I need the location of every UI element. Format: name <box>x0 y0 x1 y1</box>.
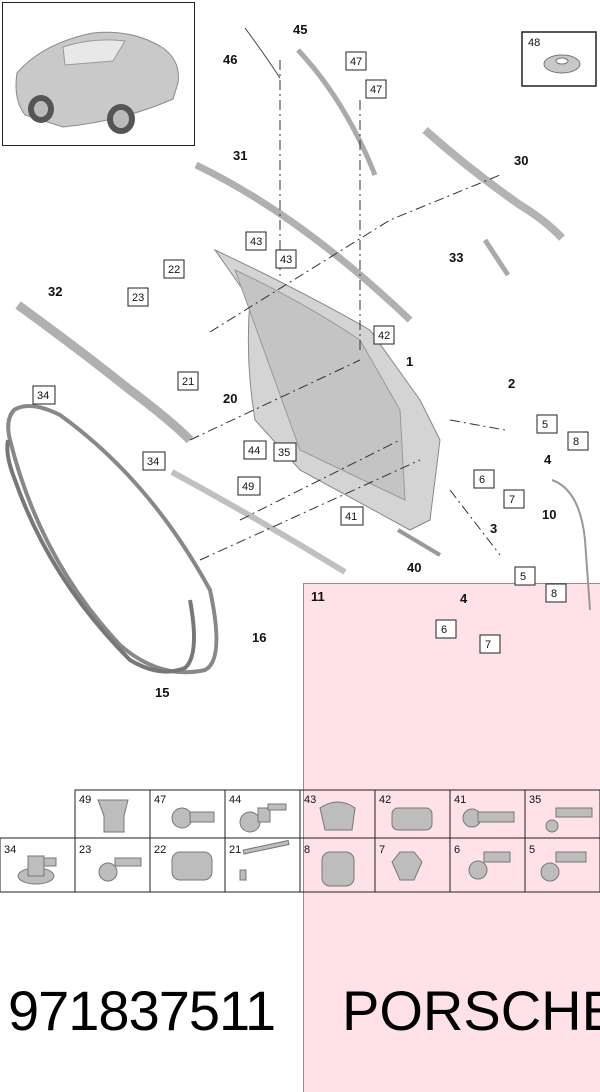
part-number: 971837511 <box>8 979 276 1042</box>
cell-8: 8 <box>304 844 310 856</box>
window-frame-trim <box>194 161 413 323</box>
cell-22: 22 <box>154 844 166 856</box>
cell-21: 21 <box>229 844 241 856</box>
callout-31: 31 <box>233 148 247 163</box>
callout-11: 11 <box>311 589 325 604</box>
callout-16: 16 <box>252 630 266 645</box>
rivet-nut-icon-2 <box>319 801 356 831</box>
rivet-nut-icon <box>97 799 129 833</box>
leader-lines <box>189 60 506 561</box>
door-seal-inner <box>5 439 196 674</box>
box-7: 7 <box>509 494 515 506</box>
box-6b: 6 <box>441 624 447 636</box>
clip-screw-icon <box>545 807 593 833</box>
callout-45: 45 <box>293 22 307 37</box>
boxed-labels: 47 47 43 43 22 23 42 21 34 34 35 44 49 4… <box>32 51 589 654</box>
box-34: 34 <box>37 390 49 402</box>
box-34b: 34 <box>147 456 159 468</box>
threaded-insert-icon <box>391 807 433 831</box>
cell-7: 7 <box>379 844 385 856</box>
pin-icon <box>239 839 290 881</box>
cell-5: 5 <box>529 844 535 856</box>
door-seal-outer <box>6 404 219 675</box>
door-check-rod <box>396 528 442 557</box>
callout-33: 33 <box>449 250 463 265</box>
box-6: 6 <box>479 474 485 486</box>
box-35: 35 <box>278 447 290 459</box>
cell-6: 6 <box>454 844 460 856</box>
callout-30: 30 <box>514 153 528 168</box>
box-47: 47 <box>350 56 362 68</box>
box-8b: 8 <box>551 588 557 600</box>
box-42: 42 <box>378 330 390 342</box>
callout-10: 10 <box>542 507 556 522</box>
box-49: 49 <box>242 481 254 493</box>
callout-4: 4 <box>544 452 552 467</box>
sill-strip <box>170 469 347 575</box>
car-icon <box>15 31 179 134</box>
callout-20: 20 <box>223 391 237 406</box>
cell-42: 42 <box>379 794 391 806</box>
box-22: 22 <box>168 264 180 276</box>
nut-icon <box>391 851 423 881</box>
glass-run-channel <box>422 127 565 241</box>
cell-47: 47 <box>154 794 166 806</box>
cell-35: 35 <box>529 794 541 806</box>
callout-46: 46 <box>223 52 237 67</box>
box-5b: 5 <box>520 571 526 583</box>
screw-icon-2 <box>98 857 142 882</box>
callout-2: 2 <box>508 376 515 391</box>
box-43: 43 <box>250 236 262 248</box>
callout-32: 32 <box>48 284 62 299</box>
threaded-bushing-icon <box>171 851 213 881</box>
cell-23: 23 <box>79 844 91 856</box>
box-48: 48 <box>528 37 540 49</box>
bushing-icon <box>321 851 355 887</box>
push-clip-icon <box>17 855 57 885</box>
cell-44: 44 <box>229 794 241 806</box>
callout-1: 1 <box>406 354 413 369</box>
box-43b: 43 <box>280 254 292 266</box>
callout-15: 15 <box>155 685 169 700</box>
box-23: 23 <box>132 292 144 304</box>
brand-name: PORSCHE <box>342 979 600 1042</box>
ball-stud-icon <box>239 803 287 833</box>
callout-3: 3 <box>490 521 497 536</box>
vehicle-thumbnail <box>2 2 195 146</box>
box-5: 5 <box>542 419 548 431</box>
cable <box>551 479 591 611</box>
box-47b: 47 <box>370 84 382 96</box>
hardware-table: 49 47 44 43 42 41 35 34 23 22 21 8 7 6 5 <box>0 789 600 893</box>
box-44: 44 <box>248 445 260 457</box>
box-21: 21 <box>182 376 194 388</box>
box-41: 41 <box>345 511 357 523</box>
cell-43: 43 <box>304 794 316 806</box>
cell-41: 41 <box>454 794 466 806</box>
bolt-icon <box>462 808 515 828</box>
callout-40: 40 <box>407 560 421 575</box>
screw-icon <box>171 807 215 829</box>
tape-roll-box: 48 <box>521 31 597 87</box>
box-7b: 7 <box>485 639 491 651</box>
trim-strip <box>296 48 378 176</box>
bolt-icon-2 <box>468 851 511 880</box>
box-8: 8 <box>573 436 579 448</box>
cell-49: 49 <box>79 794 91 806</box>
cell-34: 34 <box>4 844 16 856</box>
door-panel <box>213 248 441 531</box>
callout-4b: 4 <box>460 591 468 606</box>
bolt-icon-3 <box>540 851 587 882</box>
b-pillar-seal <box>15 301 194 444</box>
